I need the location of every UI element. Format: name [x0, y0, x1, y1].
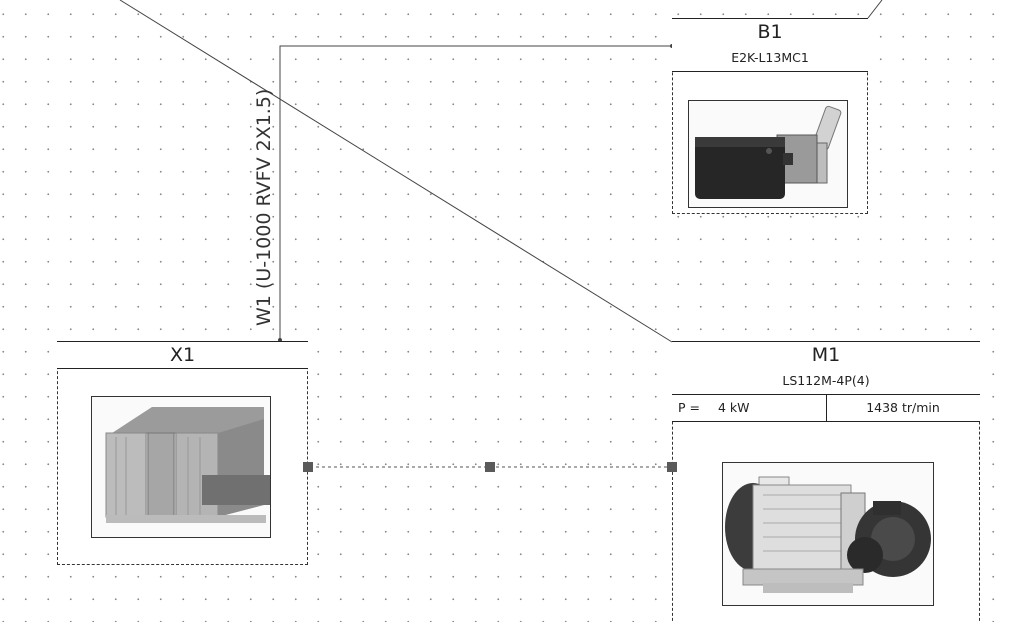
component-x1[interactable]: X1: [57, 341, 308, 565]
terminal-block-image: [91, 396, 271, 538]
cable-w1-wire[interactable]: [279, 45, 672, 340]
power-label: P =: [678, 400, 700, 415]
motor-pump-image: [722, 462, 934, 606]
m1-connection-point[interactable]: [667, 462, 677, 472]
component-tag: X1: [57, 341, 308, 369]
component-m1[interactable]: M1 LS112M-4P(4) P = 4 kW 1438 tr/min: [672, 341, 980, 622]
component-tag: B1: [672, 18, 868, 46]
b1-offpage-link-line[interactable]: [867, 0, 883, 19]
component-reference: E2K-L13MC1: [672, 45, 868, 72]
power-value: 4 kW: [718, 400, 750, 415]
link-midpoint-handle[interactable]: [485, 462, 495, 472]
component-reference: LS112M-4P(4): [672, 368, 980, 395]
cable-label[interactable]: W1 (U-1000 RVFV 2X1.5): [253, 88, 275, 326]
motor-parameters-row: P = 4 kW 1438 tr/min: [672, 395, 980, 422]
diagonal-link-line[interactable]: [119, 0, 673, 343]
component-b1[interactable]: B1 E2K-L13MC1: [672, 18, 868, 214]
speed-value: 1438 tr/min: [866, 400, 940, 415]
sensor-image: [688, 100, 848, 208]
x1-connection-point[interactable]: [303, 462, 313, 472]
cell-divider: [826, 395, 827, 421]
component-tag: M1: [672, 341, 980, 369]
